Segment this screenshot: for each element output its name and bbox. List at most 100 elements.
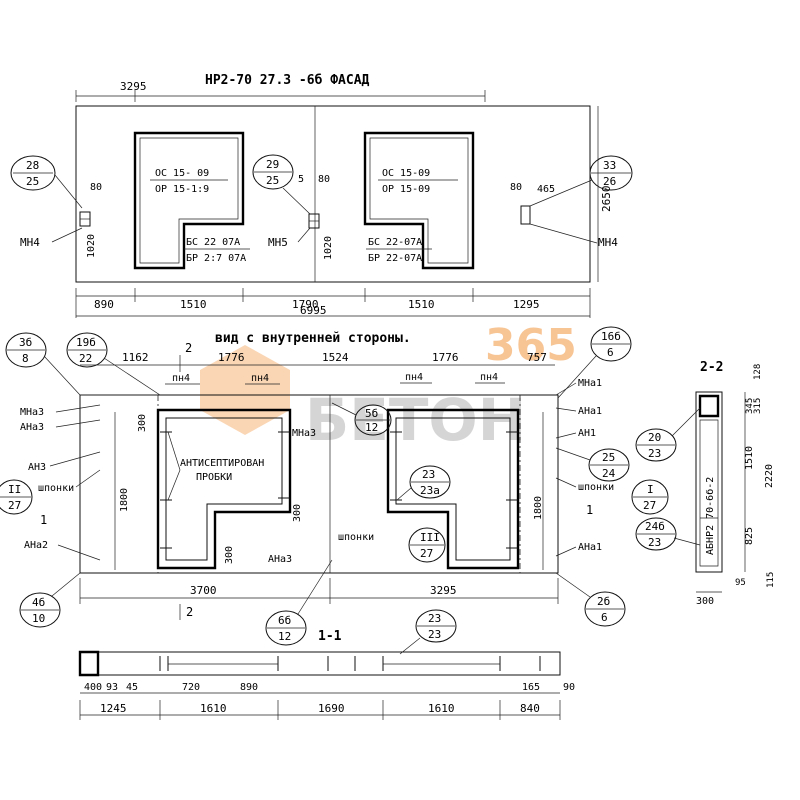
facade-win1-line3: БС 22 07А: [186, 237, 240, 248]
label-mh4-left: МН4: [20, 236, 40, 249]
callout-6b-12: 6б 12: [265, 559, 333, 646]
callout-5b-12: 5б 12: [331, 402, 392, 436]
s11-dim-890: 890: [240, 682, 258, 693]
svg-text:10: 10: [32, 612, 45, 625]
svg-text:24б: 24б: [645, 520, 665, 533]
callout-I-27: I 27: [631, 479, 669, 515]
label-ana3-left: АНа3: [20, 422, 44, 433]
facade-win1-line2: ОР 15-1:9: [155, 184, 209, 195]
label-pn4-4: пн4: [480, 372, 498, 383]
facade-dim-1510a: 1510: [180, 298, 207, 311]
label-mna3-left: МНа3: [20, 407, 44, 418]
label-antisept-1: АНТИСЕПТИРОВАН: [180, 458, 264, 469]
svg-text:3б: 3б: [19, 336, 32, 349]
svg-text:23: 23: [428, 628, 441, 641]
s22-dim-128: 128: [753, 364, 763, 380]
inner-view: вид с внутренней стороны. 1162 1776 1524…: [0, 326, 669, 646]
svg-text:12: 12: [365, 421, 378, 434]
facade-dim-890: 890: [94, 298, 114, 311]
dim-80-right: 80: [510, 182, 522, 193]
callout-23-23a: 23 23а: [396, 465, 451, 501]
inner-dim-1162: 1162: [122, 351, 149, 364]
callout-16b-6: 16б 6: [557, 326, 632, 399]
facade-dim-1295: 1295: [513, 298, 540, 311]
svg-text:27: 27: [643, 499, 656, 512]
facade-win2-line2: ОР 15-09: [382, 184, 430, 195]
callout-23-23-s11: 23 23: [399, 609, 457, 655]
facade-title: НР2-70 27.3 -6б ФАСАД: [205, 73, 370, 88]
s11-dim-1610a: 1610: [200, 702, 227, 715]
antiseptic-plugs: [160, 431, 518, 549]
s22-dim-315: 315: [753, 398, 763, 414]
label-pn4-3: пн4: [405, 372, 423, 383]
dim-80-left: 80: [90, 182, 102, 193]
label-ana3-mid: АНа3: [268, 554, 292, 565]
label-shponki-mid: шпонки: [338, 532, 374, 543]
facade-top-dim: 3295: [120, 80, 147, 93]
inner-height-right: 1800: [533, 496, 544, 520]
svg-text:6: 6: [601, 611, 608, 624]
s22-dim-825: 825: [744, 527, 755, 545]
callout-24b-23: 24б 23: [635, 517, 701, 551]
svg-text:19б: 19б: [76, 336, 96, 349]
inner-dim-757: 757: [527, 351, 547, 364]
callout-33-26: 33 26: [529, 155, 633, 207]
facade-dim-1790: 1790: [292, 298, 319, 311]
svg-text:16б: 16б: [601, 330, 621, 343]
inner-dim-1524: 1524: [322, 351, 349, 364]
svg-text:II: II: [8, 483, 21, 496]
label-ana1-bottom: АНа1: [578, 542, 602, 553]
svg-text:2б: 2б: [597, 595, 610, 608]
facade-win1-line1: ОС 15- 09: [155, 168, 209, 179]
cut-mark-2-top: 2: [185, 341, 192, 355]
s22-dim-1510: 1510: [744, 446, 755, 470]
label-an3: АН3: [28, 462, 46, 473]
callout-25-24: 25 24: [555, 447, 630, 482]
s22-dim-2220: 2220: [764, 464, 775, 488]
embedded-plate-right-icon: [520, 205, 531, 225]
svg-text:23: 23: [422, 468, 435, 481]
svg-text:29: 29: [266, 158, 279, 171]
dim-465: 465: [537, 184, 555, 195]
inner-dim-3700: 3700: [190, 584, 217, 597]
svg-text:23а: 23а: [420, 484, 440, 497]
label-mh4-right: МН4: [598, 236, 618, 249]
s11-dim-1245: 1245: [100, 702, 127, 715]
inner-height-left: 1800: [119, 488, 130, 512]
svg-text:22: 22: [79, 352, 92, 365]
cut-mark-1-right: 1: [586, 503, 593, 517]
svg-text:6б: 6б: [278, 614, 291, 627]
svg-text:8: 8: [22, 352, 29, 365]
svg-text:27: 27: [420, 547, 433, 560]
label-pn4-1: пн4: [172, 373, 190, 384]
s22-width: 300: [696, 596, 714, 607]
facade-win2-line3: БС 22-07А: [368, 237, 422, 248]
watermark-number: 365: [485, 320, 577, 371]
label-pn4-2: пн4: [251, 373, 269, 384]
svg-text:25: 25: [266, 174, 279, 187]
dim-1020-mid: 1020: [323, 236, 334, 260]
inner-title: вид с внутренней стороны.: [215, 331, 411, 346]
s11-dim-1610b: 1610: [428, 702, 455, 715]
dim-5: 5: [298, 174, 304, 185]
facade-height: 2650: [600, 186, 613, 213]
s11-dim-400: 400: [84, 682, 102, 693]
dim-1020-left: 1020: [86, 234, 97, 258]
callout-28-25: 28 25: [10, 155, 83, 209]
label-mna1: МНа1: [578, 378, 602, 389]
svg-text:24: 24: [602, 467, 616, 480]
facade-win2-line1: ОС 15-09: [382, 168, 430, 179]
svg-text:III: III: [420, 531, 440, 544]
callout-29-25: 29 25: [252, 154, 311, 215]
svg-text:26: 26: [603, 175, 616, 188]
watermark-word: БЕТОН: [305, 386, 526, 454]
s11-dim-90: 90: [563, 682, 575, 693]
facade-win2-line4: БР 22-07А: [368, 253, 422, 264]
svg-text:23: 23: [648, 447, 661, 460]
label-shponki-right: шпонки: [578, 482, 614, 493]
callout-II-27: II 27: [0, 479, 33, 515]
svg-text:5б: 5б: [365, 407, 378, 420]
s11-dim-840: 840: [520, 702, 540, 715]
svg-text:25: 25: [602, 451, 615, 464]
